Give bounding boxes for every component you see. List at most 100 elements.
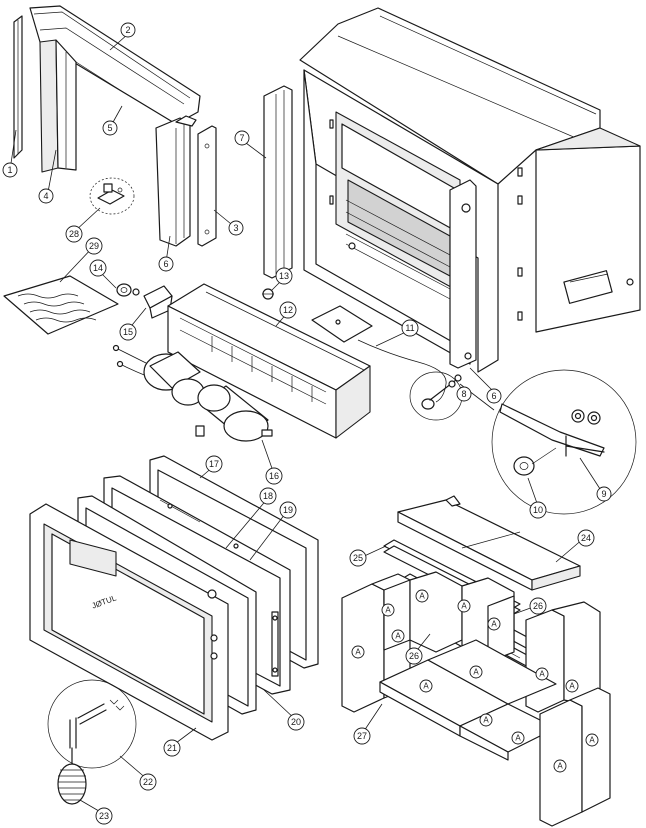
svg-text:A: A [539,670,545,679]
svg-text:20: 20 [291,717,301,727]
part-gasket-sheet [3,275,119,335]
brick-marker: A [511,731,525,745]
callout-18: 18 [259,487,277,505]
part-side-panel-left [263,85,293,279]
part-blower-motor [112,344,273,442]
brick-marker: A [585,733,599,747]
callout-bubbles: 1 2 3 4 5 6 6 7 8 9 10 11 12 13 14 15 16… [2,22,612,825]
callout-6-side: 6 [486,388,502,404]
brick-marker: A [351,645,365,659]
svg-text:23: 23 [99,811,109,821]
callout-2: 2 [120,22,136,38]
brick-marker: A [479,713,493,727]
brick-marker: A [535,667,549,681]
svg-text:7: 7 [239,133,244,143]
callout-5: 5 [102,120,118,136]
callout-17: 17 [205,455,223,473]
svg-text:A: A [473,668,479,677]
detail-control-rod [409,369,637,515]
part-thermo-plate [311,305,447,403]
callout-9: 9 [596,486,612,502]
svg-text:26: 26 [533,601,543,611]
svg-text:6: 6 [491,391,496,401]
svg-text:A: A [589,736,595,745]
svg-text:29: 29 [89,241,99,251]
part-rheostat-knob [116,283,140,297]
svg-text:A: A [385,606,391,615]
part-baffle-board [397,495,581,591]
svg-text:22: 22 [143,777,153,787]
callout-1: 1 [2,162,18,178]
part-spring-handle [57,747,87,805]
brick-marker: A [457,599,471,613]
part-surround-leg-right [155,115,197,247]
svg-text:A: A [355,648,361,657]
callout-25: 25 [349,549,367,567]
svg-text:11: 11 [405,323,414,333]
svg-text:10: 10 [533,505,543,515]
svg-text:18: 18 [263,491,273,501]
part-door-handle [47,679,137,769]
svg-text:A: A [423,682,429,691]
callout-14: 14 [89,259,107,277]
svg-text:A: A [557,762,563,771]
svg-text:9: 9 [601,489,606,499]
callout-16: 16 [265,467,283,485]
svg-text:17: 17 [209,459,219,469]
svg-text:28: 28 [69,229,79,239]
svg-text:A: A [395,632,401,641]
svg-text:21: 21 [167,743,177,753]
svg-text:25: 25 [353,553,363,563]
svg-text:8: 8 [461,389,466,399]
svg-text:A: A [569,682,575,691]
callout-29: 29 [85,237,103,255]
brick-marker: A [553,759,567,773]
callout-27: 27 [353,727,371,745]
callout-23: 23 [95,807,113,825]
brick-marker: A [381,603,395,617]
part-door-front: JØTUL [29,503,229,741]
part-firebrick-set [341,571,611,827]
svg-text:26: 26 [409,651,419,661]
svg-text:A: A [461,602,467,611]
svg-text:2: 2 [125,25,130,35]
callout-22: 22 [139,773,157,791]
brick-marker: A [391,629,405,643]
callout-21: 21 [163,739,181,757]
svg-text:12: 12 [283,305,293,315]
svg-text:A: A [483,716,489,725]
callout-11: 11 [401,319,419,337]
brick-marker: A [565,679,579,693]
callout-7: 7 [234,130,250,146]
callout-20: 20 [287,713,305,731]
brick-marker: A [419,679,433,693]
callout-12: 12 [279,301,297,319]
callout-4: 4 [38,188,54,204]
callout-19: 19 [279,501,297,519]
svg-text:16: 16 [269,471,279,481]
callout-26-upper: 26 [529,597,547,615]
brick-markers: A A A A A A A A A A A A A A [351,589,599,773]
part-insert-body [299,7,641,373]
svg-text:A: A [491,620,497,629]
svg-text:A: A [515,734,521,743]
svg-text:3: 3 [233,223,238,233]
callout-6-surround: 6 [158,256,174,272]
callout-15: 15 [119,323,137,341]
svg-text:24: 24 [581,533,591,543]
callout-28: 28 [65,225,83,243]
part-surround-frame [29,5,201,173]
part-blower-housing [167,283,371,439]
brick-marker: A [415,589,429,603]
part-bracket-strip [197,125,217,247]
svg-text:1: 1 [7,165,12,175]
svg-text:27: 27 [357,731,367,741]
svg-text:6: 6 [163,259,168,269]
callout-3: 3 [228,220,244,236]
callout-24: 24 [577,529,595,547]
part-switch-bracket [143,285,173,319]
svg-text:5: 5 [107,123,112,133]
part-clip [262,288,274,300]
svg-text:19: 19 [283,505,293,515]
